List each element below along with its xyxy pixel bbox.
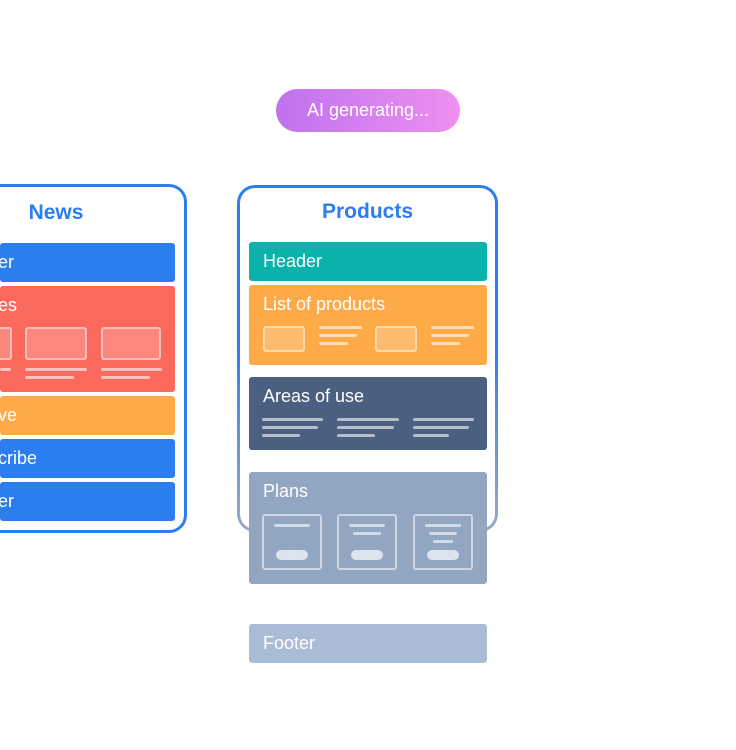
news-title: News: [28, 201, 84, 224]
plan-card: [337, 514, 397, 570]
block-label: es: [0, 295, 18, 315]
thumbnail: [101, 327, 161, 360]
news-page-frame: [0, 184, 187, 533]
text-line: [413, 434, 449, 437]
text-line: [319, 334, 357, 337]
text-line: [337, 434, 375, 437]
products-block-plans: Plans: [249, 472, 487, 584]
thumbnail: [263, 326, 305, 352]
news-block-subscribe: cribe: [0, 439, 175, 478]
text-line: [25, 376, 74, 379]
plan-card: [413, 514, 473, 570]
text-line: [431, 326, 474, 329]
block-label: Footer: [263, 633, 316, 653]
text-line: [337, 426, 394, 429]
thumbnail: [25, 327, 87, 360]
block-label: List of products: [263, 294, 386, 314]
block-label: Areas of use: [263, 386, 365, 406]
block-label: cribe: [0, 448, 38, 468]
text-line: [431, 342, 460, 345]
products-title: Products: [321, 200, 413, 223]
thumbnail: [0, 327, 12, 360]
text-line: [413, 426, 469, 429]
block-label: er: [0, 491, 15, 511]
text-line: [337, 418, 399, 421]
news-block-footer: er: [0, 482, 175, 521]
plan-card: [262, 514, 322, 570]
text-line: [413, 418, 474, 421]
products-block-header: Header: [249, 242, 487, 281]
text-line: [262, 434, 300, 437]
text-line: [319, 326, 362, 329]
products-block-areas: Areas of use: [249, 377, 487, 450]
ai-generating-pill: AI generating...: [276, 89, 460, 132]
text-line: [0, 368, 11, 371]
products-block-list: List of products: [249, 285, 487, 365]
text-line: [319, 342, 348, 345]
text-line: [101, 368, 162, 371]
text-line: [262, 426, 318, 429]
block-label: ve: [0, 405, 18, 425]
text-line: [431, 334, 469, 337]
block-label: er: [0, 252, 15, 272]
block-label: Header: [263, 251, 323, 271]
block-label: Plans: [263, 481, 309, 501]
news-block-3: ve: [0, 396, 175, 435]
products-block-footer: Footer: [249, 624, 487, 663]
thumbnail: [375, 326, 417, 352]
news-block-articles: es: [0, 286, 175, 392]
text-line: [25, 368, 87, 371]
text-line: [262, 418, 323, 421]
news-block-header: er: [0, 243, 175, 282]
text-line: [101, 376, 150, 379]
status-text: AI generating...: [306, 100, 430, 120]
